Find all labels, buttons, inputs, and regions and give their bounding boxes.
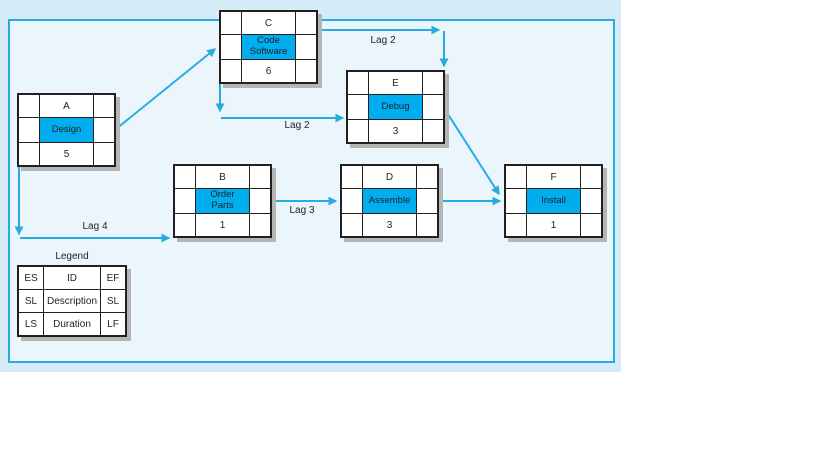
empty-cell <box>19 143 39 165</box>
activity-node-e: E Debug 3 <box>346 70 445 144</box>
activity-node-b: B Order Parts 1 <box>173 164 272 238</box>
empty-cell <box>348 120 368 142</box>
legend-cell-duration: Duration <box>44 313 100 335</box>
legend-title: Legend <box>55 251 89 262</box>
activity-id: D <box>363 166 416 188</box>
activity-node-c: C Code Software 6 <box>219 10 318 84</box>
empty-cell <box>175 214 195 236</box>
activity-description: Assemble <box>363 189 416 213</box>
lag-label-c-to-e-lower: Lag 2 <box>284 120 310 131</box>
activity-description: Order Parts <box>196 189 249 213</box>
activity-duration: 6 <box>242 60 295 82</box>
activity-description: Design <box>40 118 93 142</box>
activity-description: Debug <box>369 95 422 119</box>
diagram-panel: A Design 5 B Order Parts 1 C Code Softwa… <box>0 0 621 372</box>
empty-cell <box>506 166 526 188</box>
activity-id: B <box>196 166 249 188</box>
legend-cell-ef: EF <box>101 267 125 289</box>
empty-cell <box>423 72 443 94</box>
legend-cell-sl-left: SL <box>19 290 43 312</box>
activity-node-a: A Design 5 <box>17 93 116 167</box>
connector-arrows <box>14 25 502 243</box>
empty-cell <box>417 214 437 236</box>
empty-cell <box>423 120 443 142</box>
legend-cell-id: ID <box>44 267 100 289</box>
legend-cell-sl-right: SL <box>101 290 125 312</box>
activity-duration: 5 <box>40 143 93 165</box>
empty-cell <box>221 60 241 82</box>
empty-cell <box>506 214 526 236</box>
empty-cell <box>175 189 195 213</box>
empty-cell <box>19 118 39 142</box>
legend-cell-es: ES <box>19 267 43 289</box>
empty-cell <box>19 95 39 117</box>
empty-cell <box>296 60 316 82</box>
activity-id: E <box>369 72 422 94</box>
activity-node-d: D Assemble 3 <box>340 164 439 238</box>
activity-id: C <box>242 12 295 34</box>
activity-node-f: F Install 1 <box>504 164 603 238</box>
legend: Legend ES ID EF SL Description SL LS Dur… <box>17 251 127 337</box>
activity-duration: 1 <box>196 214 249 236</box>
empty-cell <box>342 214 362 236</box>
empty-cell <box>581 166 601 188</box>
activity-description: Install <box>527 189 580 213</box>
activity-id: F <box>527 166 580 188</box>
empty-cell <box>94 143 114 165</box>
empty-cell <box>417 189 437 213</box>
arrow-e-to-f <box>443 107 500 196</box>
empty-cell <box>296 12 316 34</box>
empty-cell <box>296 35 316 59</box>
legend-cell-lf: LF <box>101 313 125 335</box>
empty-cell <box>250 189 270 213</box>
legend-cell-ls: LS <box>19 313 43 335</box>
activity-id: A <box>40 95 93 117</box>
empty-cell <box>221 35 241 59</box>
empty-cell <box>506 189 526 213</box>
lag-label-a-to-b: Lag 4 <box>82 221 108 232</box>
empty-cell <box>175 166 195 188</box>
empty-cell <box>581 214 601 236</box>
arrow-a-to-c <box>115 48 217 130</box>
legend-grid: ES ID EF SL Description SL LS Duration L… <box>17 265 127 337</box>
activity-description: Code Software <box>242 35 295 59</box>
lag-label-b-to-d: Lag 3 <box>289 205 315 216</box>
empty-cell <box>94 95 114 117</box>
activity-duration: 1 <box>527 214 580 236</box>
legend-cell-description: Description <box>44 290 100 312</box>
empty-cell <box>417 166 437 188</box>
empty-cell <box>94 118 114 142</box>
activity-duration: 3 <box>369 120 422 142</box>
empty-cell <box>342 189 362 213</box>
lag-label-c-to-e-upper: Lag 2 <box>370 35 396 46</box>
empty-cell <box>250 166 270 188</box>
empty-cell <box>348 72 368 94</box>
activity-duration: 3 <box>363 214 416 236</box>
empty-cell <box>250 214 270 236</box>
empty-cell <box>342 166 362 188</box>
empty-cell <box>348 95 368 119</box>
empty-cell <box>221 12 241 34</box>
empty-cell <box>581 189 601 213</box>
empty-cell <box>423 95 443 119</box>
